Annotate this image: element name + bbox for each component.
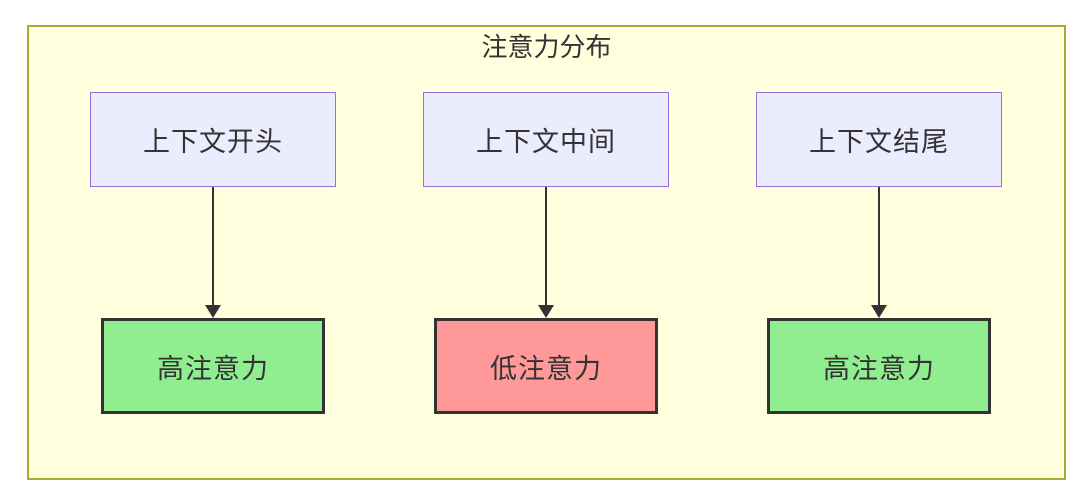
node-high-attention-start: 高注意力 bbox=[101, 318, 325, 414]
node-context-start: 上下文开头 bbox=[90, 92, 336, 187]
arrow-head-icon bbox=[205, 305, 221, 318]
arrow-down-icon bbox=[871, 187, 887, 318]
node-low-attention-middle: 低注意力 bbox=[434, 318, 658, 414]
diagram-title: 注意力分布 bbox=[481, 32, 612, 62]
attention-distribution-group: 注意力分布 上下文开头 高注意力 上下文中间 低注意力 上下文结尾 bbox=[27, 25, 1066, 480]
column-context-end: 上下文结尾 高注意力 bbox=[756, 92, 1002, 414]
arrow-line bbox=[878, 187, 880, 305]
node-context-middle: 上下文中间 bbox=[423, 92, 669, 187]
node-context-end: 上下文结尾 bbox=[756, 92, 1002, 187]
diagram-columns: 上下文开头 高注意力 上下文中间 低注意力 上下文结尾 bbox=[29, 92, 1064, 414]
arrow-down-icon bbox=[205, 187, 221, 318]
column-context-middle: 上下文中间 低注意力 bbox=[423, 92, 669, 414]
node-high-attention-end: 高注意力 bbox=[767, 318, 991, 414]
arrow-head-icon bbox=[871, 305, 887, 318]
arrow-line bbox=[212, 187, 214, 305]
arrow-down-icon bbox=[538, 187, 554, 318]
arrow-line bbox=[545, 187, 547, 305]
column-context-start: 上下文开头 高注意力 bbox=[90, 92, 336, 414]
arrow-head-icon bbox=[538, 305, 554, 318]
